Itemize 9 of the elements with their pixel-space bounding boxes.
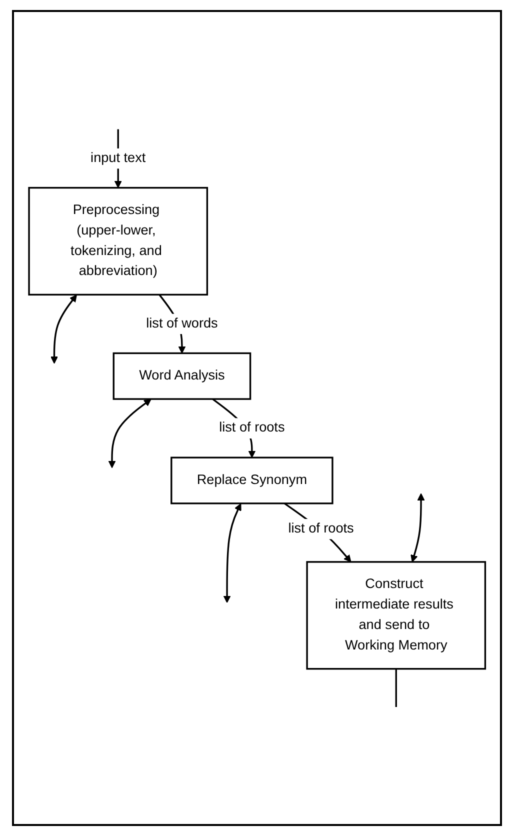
process-box: Replace Synonym [170,456,334,504]
arrow [108,398,152,468]
arrow [223,503,242,603]
process-box: Preprocessing (upper-lower, tokenizing, and abbreviation) [28,186,208,296]
process-box: Construct intermediate results and send to Working Memory [306,560,486,670]
arrow [410,493,425,562]
process-box: Word Analysis [112,352,252,400]
frame-border: input text list of words list of roots list of roots Preprocessing (upper-lower, tokenizing, and abbreviation) Word Analysis Replace Synonym Construct intermediate results and send to Working Memory [12,10,502,826]
arrow [50,294,77,364]
